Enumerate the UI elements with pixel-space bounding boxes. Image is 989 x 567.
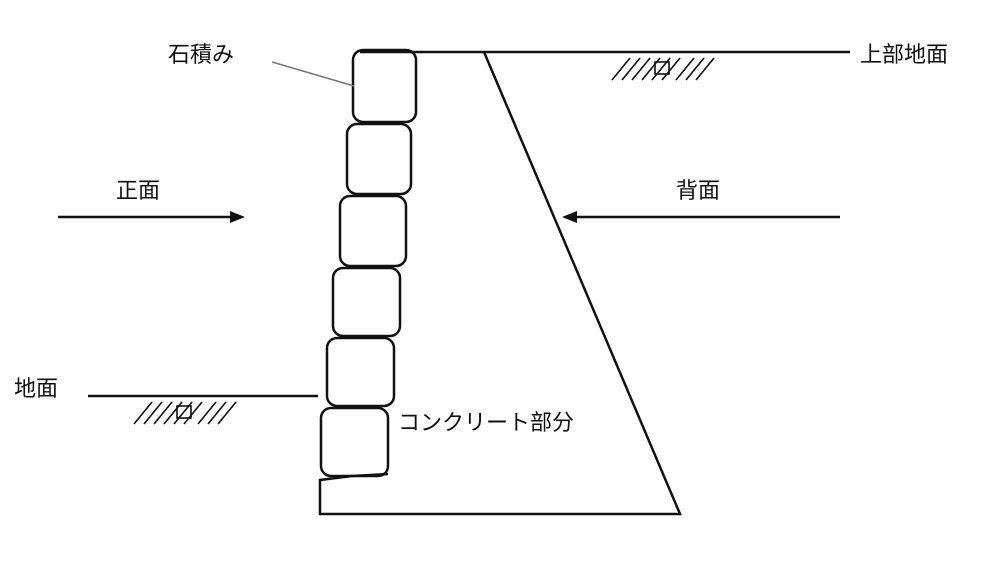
- stone-block: [338, 194, 408, 268]
- stone-block: [331, 266, 402, 338]
- stone-masonry-label: 石積み: [168, 43, 234, 68]
- front-label: 正面: [116, 179, 160, 204]
- stone-masonry-leader: [271, 61, 355, 87]
- upper-ground-hatching: [611, 57, 715, 81]
- front-arrow: [58, 211, 245, 223]
- stone-masonry: [319, 48, 418, 478]
- back-arrow: [562, 211, 840, 223]
- stone-block: [351, 48, 418, 124]
- stone-block: [325, 336, 396, 408]
- back-label: 背面: [676, 179, 720, 204]
- stone-block: [319, 406, 390, 478]
- ground-label: 地面: [14, 377, 58, 402]
- ground-hatching: [133, 401, 237, 425]
- concrete-part-label: コンクリート部分: [398, 411, 574, 436]
- stone-block: [345, 122, 413, 196]
- upper-ground-label: 上部地面: [860, 43, 948, 68]
